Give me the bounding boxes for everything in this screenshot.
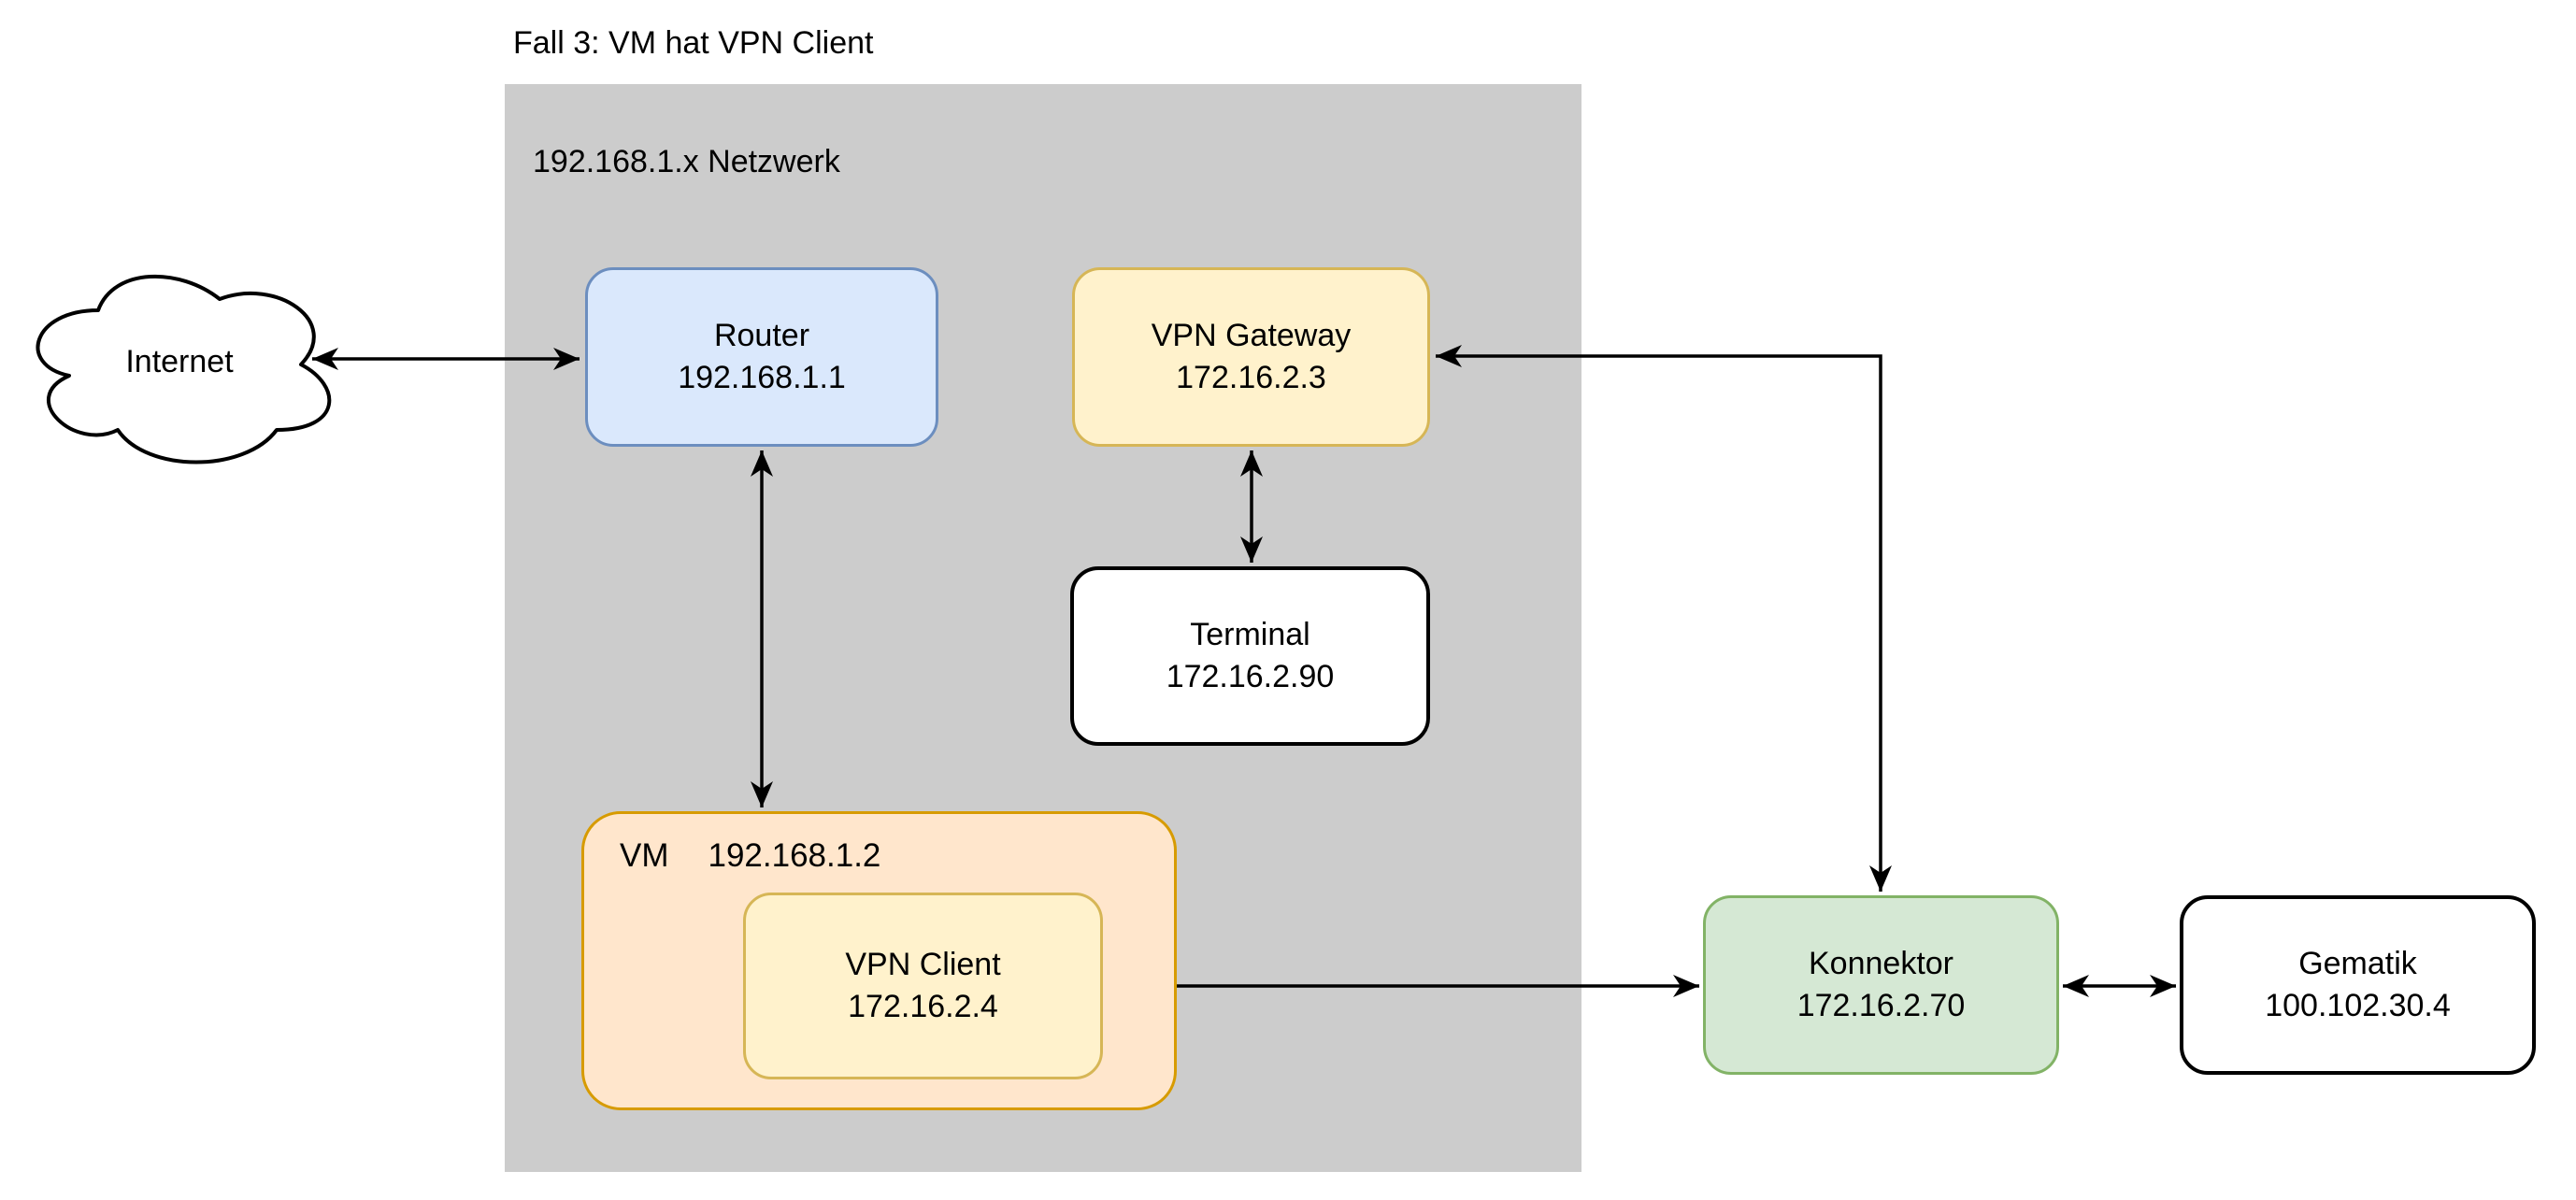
node-terminal: Terminal 172.16.2.90 bbox=[1070, 566, 1430, 746]
node-vm-ip: 192.168.1.2 bbox=[708, 837, 881, 874]
node-gematik: Gematik 100.102.30.4 bbox=[2180, 895, 2536, 1075]
node-vpn-gateway-ip: 172.16.2.3 bbox=[1176, 360, 1326, 395]
node-konnektor-name: Konnektor bbox=[1809, 946, 1953, 982]
node-terminal-ip: 172.16.2.90 bbox=[1166, 659, 1335, 694]
node-vm-label: VM 192.168.1.2 bbox=[620, 835, 880, 878]
node-vpn-gateway-name: VPN Gateway bbox=[1151, 318, 1352, 354]
node-vpn-client-name: VPN Client bbox=[845, 947, 1001, 983]
node-router-name: Router bbox=[713, 318, 810, 354]
node-router: Router 192.168.1.1 bbox=[585, 267, 938, 447]
node-terminal-name: Terminal bbox=[1190, 617, 1310, 653]
node-vpn-client: VPN Client 172.16.2.4 bbox=[743, 893, 1103, 1079]
node-internet-label: Internet bbox=[125, 343, 234, 379]
node-router-ip: 192.168.1.1 bbox=[678, 360, 846, 395]
node-vpn-client-ip: 172.16.2.4 bbox=[848, 989, 998, 1024]
node-vm-name: VM bbox=[620, 837, 669, 874]
node-konnektor-ip: 172.16.2.70 bbox=[1796, 988, 1966, 1023]
node-gematik-name: Gematik bbox=[2298, 946, 2417, 982]
diagram-title: Fall 3: VM hat VPN Client bbox=[513, 25, 874, 61]
node-gematik-ip: 100.102.30.4 bbox=[2265, 988, 2451, 1023]
network-zone-label: 192.168.1.x Netzwerk bbox=[533, 144, 840, 179]
node-vpn-gateway: VPN Gateway 172.16.2.3 bbox=[1072, 267, 1430, 447]
node-konnektor: Konnektor 172.16.2.70 bbox=[1703, 895, 2059, 1075]
